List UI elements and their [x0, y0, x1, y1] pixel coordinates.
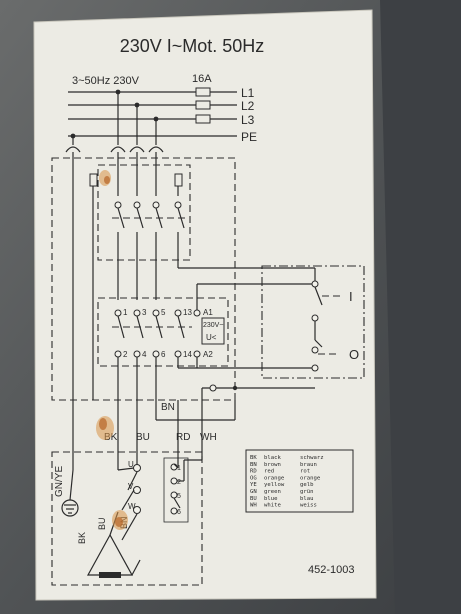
motor-terminal-v: V — [128, 482, 134, 491]
legend-en: green — [264, 489, 281, 495]
pushbutton-block — [261, 265, 365, 379]
motor-box — [51, 451, 203, 586]
legend-code: BN — [250, 462, 257, 468]
diagram-title: 230V I~Mot. 50Hz — [120, 36, 265, 56]
main-switch-block — [97, 164, 191, 261]
capacitor-switch — [163, 457, 202, 523]
earth-symbol — [61, 469, 79, 517]
legend-de: grün — [300, 489, 313, 495]
legend-code: OG — [250, 475, 257, 481]
drawing-number: 452-1003 — [308, 564, 355, 576]
cap-terminal-5: 5 — [177, 493, 181, 500]
plug-connectors — [65, 92, 164, 470]
legend-de: weiss — [300, 503, 317, 509]
lower-wiring — [117, 384, 315, 470]
on-button-label: I — [349, 289, 353, 304]
fuse-l2 — [195, 100, 211, 110]
line-label-l1: L1 — [241, 86, 255, 100]
contact-label-4: 4 — [142, 350, 147, 359]
legend-en: orange — [264, 475, 285, 481]
contact-label-13: 13 — [183, 308, 192, 317]
legend-code: BK — [250, 455, 257, 461]
supply-lines — [68, 87, 237, 139]
fuse-l1 — [195, 87, 211, 97]
contactor-labels: 1 3 5 13 A1 2 4 6 14 A2 230V~ U< — [123, 308, 223, 359]
motor-terminal-u: U — [128, 460, 134, 469]
contact-label-6: 6 — [161, 350, 166, 359]
contact-label-2: 2 — [123, 350, 128, 359]
housing-outline — [51, 157, 236, 401]
legend-en: yellow — [264, 482, 285, 488]
legend-de: schwarz — [300, 455, 324, 461]
coil-voltage-label: 230V~ — [203, 322, 223, 329]
legend-de: blau — [300, 496, 313, 502]
legend-code: WH — [250, 503, 257, 509]
main-switch-contacts — [89, 168, 315, 400]
wire-label-gnye: GN/YE — [54, 466, 65, 497]
legend-en: black — [264, 455, 281, 461]
cap-terminal-1: 1 — [177, 465, 181, 472]
legend-de: orange — [300, 475, 321, 481]
legend-code: RD — [250, 469, 257, 475]
legend-en: red — [264, 469, 274, 475]
supply-spec-label: 3~50Hz 230V — [72, 75, 140, 87]
motor-wire-bk: BK — [77, 532, 87, 544]
line-label-l2: L2 — [241, 99, 255, 113]
legend-de: gelb — [300, 482, 314, 488]
contact-label-a2: A2 — [203, 350, 213, 359]
stains — [96, 170, 128, 530]
legend-de: braun — [300, 462, 317, 468]
contact-label-1: 1 — [123, 308, 128, 317]
wire-label-wh: WH — [200, 432, 217, 443]
motor-wire-bu: BU — [97, 517, 107, 530]
line-label-l3: L3 — [241, 113, 255, 127]
pushbutton-contacts — [311, 268, 340, 372]
cap-terminal-6: 6 — [177, 509, 181, 516]
contact-label-5: 5 — [161, 308, 166, 317]
motor-terminals — [117, 464, 141, 541]
line-label-pe: PE — [241, 130, 257, 144]
undervoltage-label: U< — [206, 333, 217, 342]
contact-label-14: 14 — [183, 350, 192, 359]
wire-label-bn: BN — [161, 402, 175, 413]
contactor-contacts — [112, 283, 315, 400]
contact-label-3: 3 — [142, 308, 147, 317]
contact-label-a1: A1 — [203, 308, 213, 317]
legend-code: YE — [250, 482, 257, 488]
wire-label-bk: BK — [104, 432, 118, 443]
fuse-rating-label: 16A — [192, 73, 212, 85]
coil-box — [201, 317, 225, 345]
legend-code: BU — [250, 496, 257, 502]
color-legend-box — [245, 449, 354, 513]
wire-label-bu: BU — [136, 432, 150, 443]
fuse-l3 — [195, 114, 211, 124]
legend-en: white — [264, 503, 281, 509]
legend-en: blue — [264, 496, 278, 502]
legend-en: brown — [264, 462, 281, 468]
legend-code: GN — [250, 489, 257, 495]
off-button-label: O — [349, 347, 359, 362]
legend-de: rot — [300, 469, 310, 475]
wire-label-rd: RD — [176, 432, 190, 443]
motor-terminal-w: W — [128, 502, 136, 511]
cap-terminal-2: 2 — [177, 479, 181, 486]
